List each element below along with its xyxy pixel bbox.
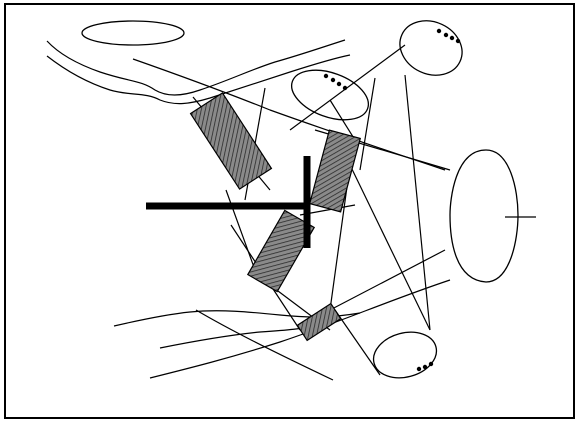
dot-marker [422,364,428,370]
dot-marker [323,73,329,79]
dot-marker [449,35,455,41]
ray-line-m [329,249,446,311]
dot-marker [336,81,342,87]
ellipse-middle [291,69,369,121]
ray-line-j [359,77,376,171]
dot-marker [428,361,434,367]
hatched-block-upper-left [189,92,273,190]
hatched-block-small [296,302,342,342]
dot-marker [443,32,449,38]
ellipse-bottom-right [372,331,438,379]
hatched-elements [189,92,362,342]
dot-marker [342,85,348,91]
ellipse-top-right [399,20,463,76]
dot-marker [416,366,422,372]
dot-marker [330,77,336,83]
ray-line-g [289,44,406,131]
lower-contour-line-4 [195,309,334,381]
dot-markers [323,28,461,372]
upper-contour-lines [46,39,446,171]
ellipse-top-left [81,20,185,46]
dot-marker [436,28,442,34]
upper-contour-line-2 [46,54,351,105]
upper-contour-line-3 [132,58,446,171]
frame-border [4,3,575,419]
ellipse-right-large [449,149,519,283]
ray-line-l [334,309,381,376]
hatched-block-right [308,129,362,213]
lower-contour-lines [113,279,451,381]
lens-ellipses [81,20,536,379]
ray-line-i [349,164,431,331]
upper-contour-line-1 [46,39,346,96]
t-bar-element [146,156,311,248]
lower-contour-line-3 [149,279,451,379]
ray-line-d [225,189,256,271]
dot-marker [455,38,461,44]
hatched-block-center [246,209,316,293]
ray-line-k [404,74,431,331]
